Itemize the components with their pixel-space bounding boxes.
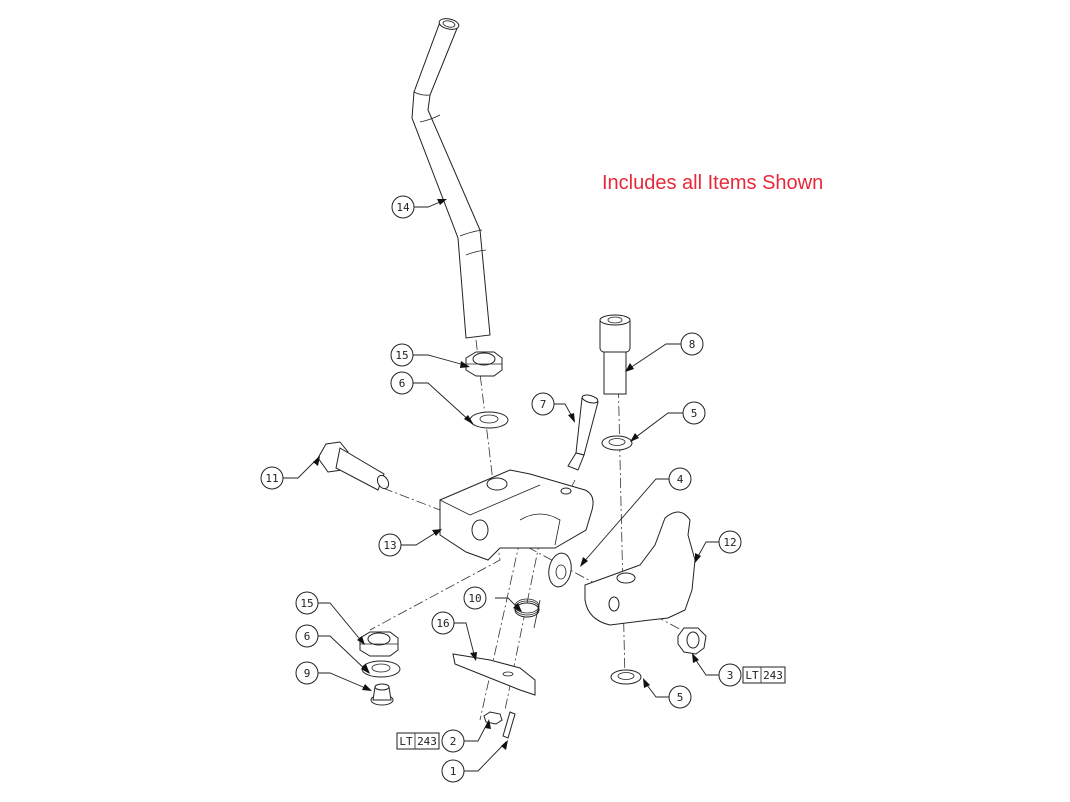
callout-4: 4 [668, 467, 692, 491]
svg-text:12: 12 [723, 536, 736, 549]
svg-text:5: 5 [691, 407, 698, 420]
svg-text:14: 14 [396, 201, 410, 214]
part-16-lever-plate [452, 653, 536, 696]
callout-9: 9 [295, 661, 319, 685]
svg-text:LT: LT [399, 735, 413, 748]
svg-text:16: 16 [436, 617, 449, 630]
svg-text:13: 13 [383, 539, 396, 552]
svg-text:15: 15 [300, 597, 313, 610]
svg-text:10: 10 [468, 592, 481, 605]
callout-15-lower: 15 [295, 591, 319, 615]
part-1-pin [502, 711, 516, 739]
part-2-small-nut [483, 711, 503, 725]
callout-1: 1 [441, 759, 465, 783]
part-3-hex-nut [677, 627, 707, 655]
part-11-hex-bolt [317, 441, 390, 491]
svg-text:5: 5 [677, 691, 684, 704]
callout-5-lower: 5 [668, 685, 692, 709]
svg-text:8: 8 [689, 338, 696, 351]
callout-14: 14 [391, 195, 415, 219]
svg-text:11: 11 [265, 472, 278, 485]
threadlocker-tag-item-3: LT 243 [742, 666, 786, 684]
callout-15-upper: 15 [390, 343, 414, 367]
callout-10: 10 [463, 586, 487, 610]
svg-text:6: 6 [304, 630, 311, 643]
part-5-lock-washer-upper [601, 435, 633, 451]
part-13-pivot-block [439, 469, 594, 561]
svg-text:4: 4 [677, 473, 684, 486]
callout-5-upper: 5 [682, 401, 706, 425]
part-7-shoulder-bolt [567, 394, 599, 471]
part-5-lock-washer-lower [610, 669, 642, 685]
part-6-lock-washer-upper [469, 411, 509, 429]
part-8-cap-screw [599, 314, 631, 395]
callout-16: 16 [431, 611, 455, 635]
callout-13: 13 [378, 533, 402, 557]
svg-text:7: 7 [540, 398, 547, 411]
svg-text:15: 15 [395, 349, 408, 362]
callout-6-upper: 6 [390, 371, 414, 395]
svg-text:3: 3 [727, 669, 734, 682]
part-15-hex-nut-lower [359, 631, 399, 657]
part-10-torsion-spring [514, 598, 541, 629]
svg-text:9: 9 [304, 667, 311, 680]
part-12-shift-arm [584, 511, 696, 626]
threadlocker-tag-item-2: LT 243 [396, 732, 440, 750]
svg-text:2: 2 [450, 735, 457, 748]
callout-11: 11 [260, 466, 284, 490]
callout-8: 8 [680, 332, 704, 356]
svg-text:243: 243 [417, 735, 437, 748]
callout-2: 2 [441, 729, 465, 753]
callout-6-lower: 6 [295, 624, 319, 648]
part-15-hex-nut-upper [465, 351, 503, 377]
svg-text:1: 1 [450, 765, 457, 778]
part-14-handle-tube [411, 18, 491, 339]
callout-12: 12 [718, 530, 742, 554]
callout-7: 7 [531, 392, 555, 416]
part-4-flat-washer [548, 552, 572, 588]
leader-lines [283, 199, 719, 772]
part-9-bushing [370, 683, 394, 706]
callout-3: 3 [718, 663, 742, 687]
includes-all-items-note: Includes all Items Shown [602, 172, 824, 194]
svg-text:243: 243 [763, 669, 783, 682]
svg-text:6: 6 [399, 377, 406, 390]
svg-text:LT: LT [745, 669, 759, 682]
